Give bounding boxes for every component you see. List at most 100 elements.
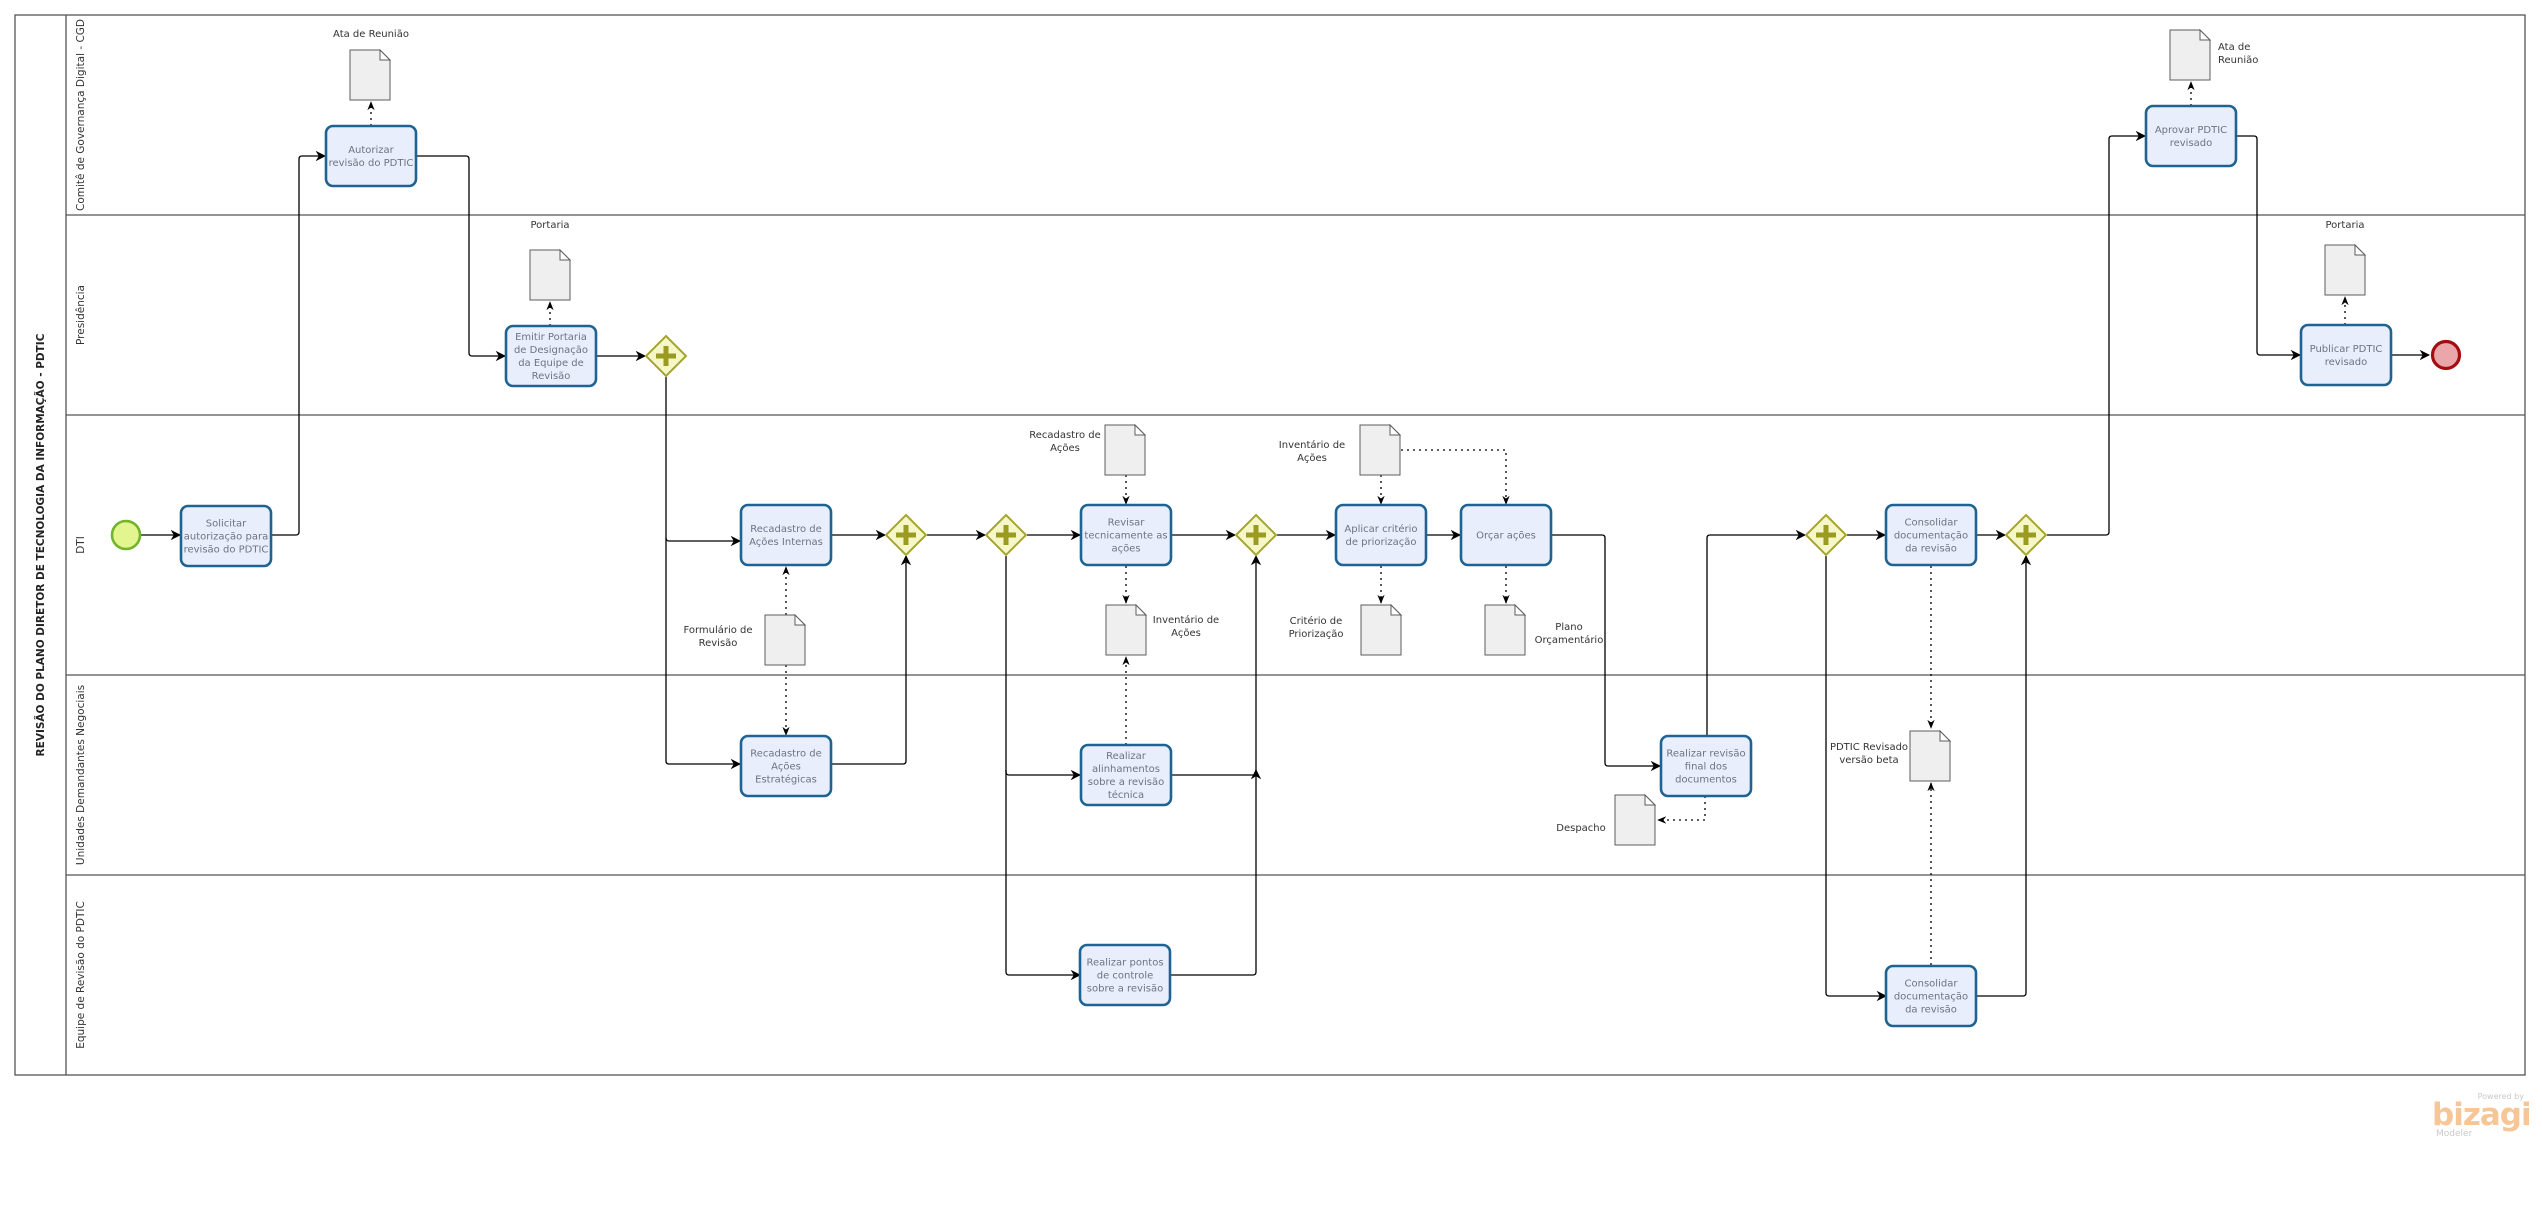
task-box[interactable] <box>179 504 273 568</box>
pool: REVISÃO DO PLANO DIRETOR DE TECNOLOGIA D… <box>14 14 2526 1076</box>
document-icon[interactable] <box>2169 29 2211 81</box>
task-label: revisado <box>2170 138 2213 149</box>
flow-revisao-final-to-gateway5[interactable] <box>1706 529 1807 736</box>
document-icon[interactable] <box>1104 424 1146 476</box>
lane-title-cgd[interactable]: Comitê de Governança Digital - CGD <box>75 19 87 211</box>
events <box>110 339 2462 551</box>
task-label: Realizar pontos <box>1086 958 1163 969</box>
flow-aprovar-to-publicar[interactable] <box>2236 135 2302 361</box>
parallel-gateway-g4[interactable] <box>1234 513 1278 557</box>
flow-gateway6-to-aprovar[interactable] <box>2047 130 2147 536</box>
task-t10[interactable]: Orçar ações <box>1459 503 1553 567</box>
task-label: Ações Internas <box>749 537 823 548</box>
task-label: de Designação <box>514 345 588 356</box>
data-object-d9[interactable]: Despacho <box>1556 793 1657 846</box>
document-fold <box>2199 28 2212 41</box>
document-icon[interactable] <box>764 614 806 666</box>
data-object-d12[interactable]: Portaria <box>2324 220 2367 296</box>
document-icon[interactable] <box>1359 424 1401 476</box>
task-label: Aplicar critério <box>1344 523 1417 535</box>
flow-recadastro-estrategicas-to-gateway2[interactable] <box>832 554 912 765</box>
task-box[interactable] <box>324 124 418 188</box>
document-icon[interactable] <box>1484 604 1526 656</box>
lane-title-presidencia[interactable]: Presidência <box>75 285 87 345</box>
end-event[interactable] <box>2430 339 2462 371</box>
document-icon[interactable] <box>1909 730 1951 782</box>
document-fold <box>1514 603 1527 616</box>
document-fold <box>1134 423 1147 436</box>
task-box[interactable] <box>1079 503 1173 567</box>
flow-consolidar-equipe-to-gateway6[interactable] <box>1976 554 2032 997</box>
flow-autorizar-to-emitir[interactable] <box>416 155 507 362</box>
task-box[interactable] <box>504 324 598 388</box>
task-box[interactable] <box>2299 323 2393 387</box>
task-label: Publicar PDTIC <box>2310 344 2383 355</box>
task-box[interactable] <box>1079 743 1173 807</box>
lane-title-dti[interactable]: DTI <box>75 536 87 554</box>
task-label: Estratégicas <box>755 774 817 786</box>
task-box[interactable] <box>1078 943 1172 1007</box>
flow-gateway3-to-pontos-controle[interactable] <box>1005 770 1082 981</box>
task-box[interactable] <box>1334 503 1428 567</box>
task-box[interactable] <box>1884 503 1978 567</box>
document-icon[interactable] <box>349 49 391 101</box>
data-object-d1[interactable]: Ata de Reunião <box>333 29 409 101</box>
document-label: Ações <box>1050 443 1080 454</box>
document-icon[interactable] <box>1614 794 1656 846</box>
data-object-d2[interactable]: Portaria <box>529 220 572 301</box>
document-label: Orçamentário <box>1535 634 1604 646</box>
document-icon[interactable] <box>2324 244 2366 296</box>
parallel-gateway-g1[interactable] <box>644 334 688 378</box>
flow-solicitar-to-autorizar[interactable] <box>271 150 327 536</box>
assoc-revisao-final-despacho[interactable] <box>1657 796 1706 824</box>
flow-gateway5-to-consolidar-equipe[interactable] <box>1825 556 1888 1002</box>
task-box[interactable] <box>1459 503 1553 567</box>
plus-icon <box>896 532 916 538</box>
lanes: Comitê de Governança Digital - CGD Presi… <box>66 19 2525 1049</box>
parallel-gateway-g3[interactable] <box>984 513 1028 557</box>
task-label: da Equipe de <box>518 358 584 369</box>
document-icon[interactable] <box>1360 604 1402 656</box>
flow-pontos-controle-to-gateway4[interactable] <box>1170 768 1262 976</box>
flow-orcar-to-revisao-final[interactable] <box>1551 534 1662 772</box>
parallel-gateway-g2[interactable] <box>884 513 928 557</box>
parallel-gateway-g5[interactable] <box>1804 513 1848 557</box>
task-label: documentação <box>1894 531 1968 542</box>
task-box[interactable] <box>739 503 833 567</box>
task-box[interactable] <box>739 734 833 798</box>
parallel-gateway-g6[interactable] <box>2004 513 2048 557</box>
start-event[interactable] <box>110 519 142 551</box>
task-box[interactable] <box>1659 734 1753 798</box>
lane-title-unidades[interactable]: Unidades Demandantes Negociais <box>75 685 87 865</box>
task-box[interactable] <box>2144 104 2238 168</box>
task-box[interactable] <box>1884 964 1978 1028</box>
flow-gateway1-to-recadastro-estrategicas[interactable] <box>665 538 742 770</box>
lane-title-equipe[interactable]: Equipe de Revisão do PDTIC <box>75 901 87 1049</box>
document-icon[interactable] <box>1105 604 1147 656</box>
document-icon[interactable] <box>529 249 571 301</box>
document-label: Despacho <box>1556 823 1606 834</box>
